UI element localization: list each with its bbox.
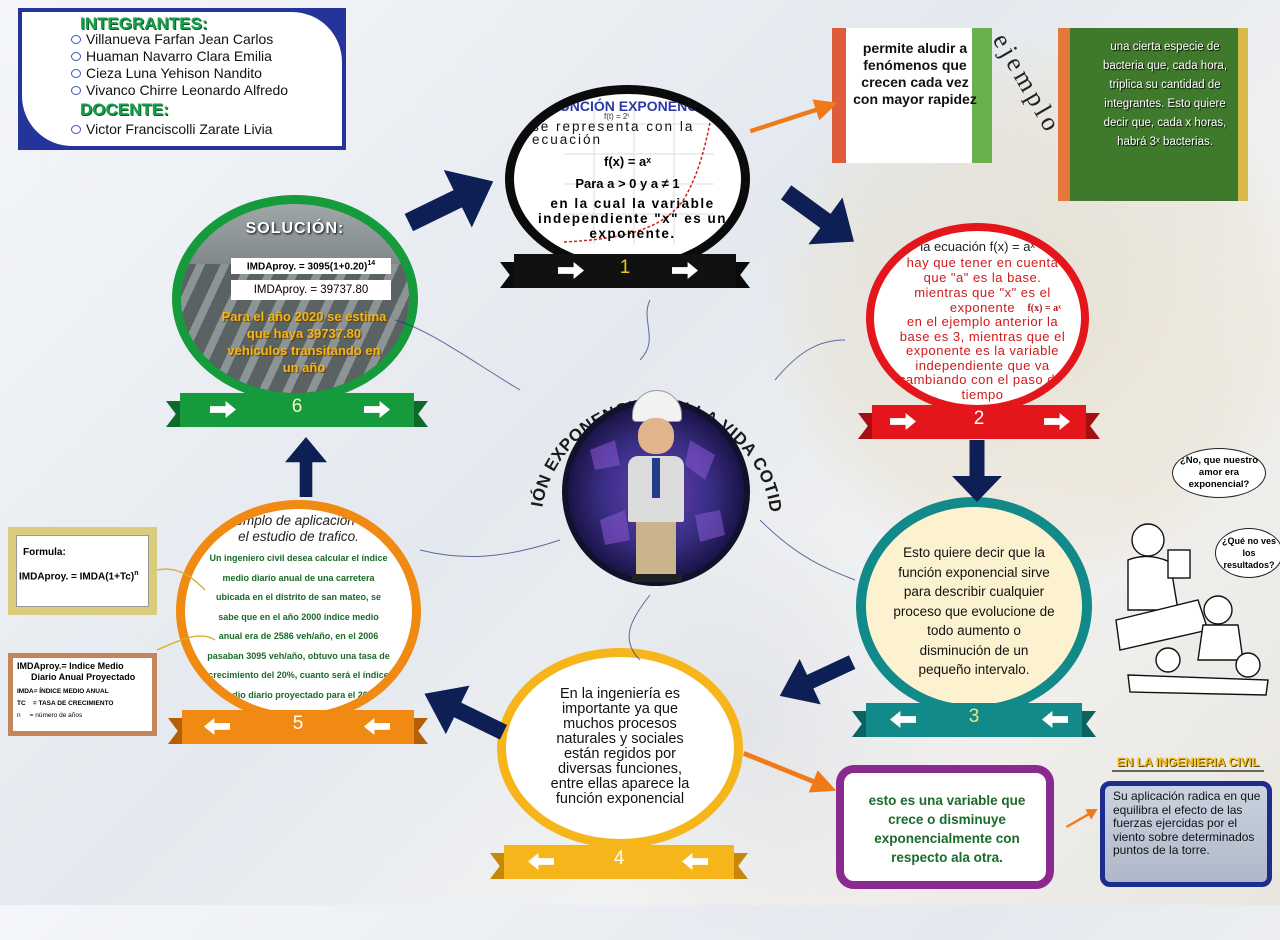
- node-5-text: Un ingeniero civil desea calcular el índ…: [207, 553, 390, 700]
- team-panel: INTEGRANTES: Villanueva Farfan Jean Carl…: [18, 8, 346, 150]
- node-1-condition: Para a > 0 y a ≠ 1: [575, 176, 680, 191]
- example-box: una cierta especie de bacteria que, cada…: [1058, 28, 1248, 201]
- list-item: Huaman Navarro Clara Emilia: [71, 48, 342, 65]
- formula-inner: Formula: IMDAproy. = IMDA(1+Tc)n: [16, 535, 149, 607]
- variable-box: esto es una variable que crece o disminu…: [836, 765, 1054, 889]
- node-1-graph-label: f(t) = 2ᵗ: [604, 112, 630, 121]
- node-4-ribbon: 4: [490, 845, 748, 879]
- pants: [636, 522, 676, 576]
- list-item: Villanueva Farfan Jean Carlos: [71, 31, 342, 48]
- node-2-ribbon: 2: [858, 405, 1100, 439]
- definition-box: permite aludir a fenómenos que crecen ca…: [832, 28, 992, 163]
- node-4-number: 4: [613, 848, 625, 869]
- node-1-ribbon: 1: [500, 254, 750, 288]
- node-6-number: 6: [291, 396, 303, 417]
- engineer-figure: [626, 390, 688, 590]
- cartoon-illustration: [1115, 523, 1269, 696]
- variable-text: esto es una variable que crece o disminu…: [868, 793, 1026, 865]
- speech-bubble: ¿No, que nuestro amor era exponencial?: [1172, 448, 1266, 498]
- node-2-text: hay que tener en cuenta que "a" es la ba…: [906, 255, 1059, 315]
- legend-line: Diario Anual Proyectado: [31, 672, 136, 682]
- node-3-text: Esto quiere decir que la función exponen…: [893, 545, 1055, 677]
- members-list: Villanueva Farfan Jean Carlos Huaman Nav…: [71, 31, 342, 99]
- node-4-text: En la ingeniería es importante ya que mu…: [550, 686, 690, 807]
- example-text: una cierta especie de bacteria que, cada…: [1102, 41, 1228, 148]
- center-emblem: FUNCIÓN EXPONENCIAL EN LA VIDA COTIDIANA: [514, 315, 790, 590]
- legend-box: IMDAproy.= Indice Medio Diario Anual Pro…: [8, 653, 157, 736]
- shoes: [632, 574, 682, 582]
- speech-bubble: ¿Qué no ves los resultados?: [1215, 528, 1280, 578]
- civil-title: EN LA INGENIERIA CIVIL: [1112, 755, 1264, 772]
- node-3-ribbon: 3: [852, 703, 1096, 737]
- tie: [652, 458, 660, 498]
- node-1-line1: se representa con la ecuación: [532, 119, 695, 147]
- formula-exponent: n: [134, 570, 139, 577]
- node-5-title: Ejemplo de aplicación en el estudio de t…: [223, 513, 374, 544]
- civil-text: Su aplicación radica en que equilibra el…: [1113, 789, 1261, 857]
- list-item: Vivanco Chirre Leonardo Alfredo: [71, 82, 342, 99]
- legend-line: n = número de años: [17, 712, 83, 719]
- node-6-ribbon: 6: [166, 393, 428, 427]
- civil-box: Su aplicación radica en que equilibra el…: [1100, 781, 1272, 887]
- node-1-number: 1: [619, 257, 631, 278]
- node-2-formula-small: f(x) = aˣ: [1027, 303, 1061, 314]
- node-3-number: 3: [968, 706, 980, 727]
- docente-name: Victor Franciscolli Zarate Livia: [71, 121, 342, 138]
- node-2-line1: la ecuación f(x) = aˣ: [920, 239, 1035, 254]
- exponential-graph: [563, 109, 714, 244]
- node-2-number: 2: [973, 408, 985, 429]
- node-5-number: 5: [292, 713, 304, 734]
- node-1-circle: FUNCIÓN EXPONENCIAL f(t) = 2ᵗ se represe…: [505, 85, 750, 273]
- node-1-line2: en la cual la variable independiente "x"…: [537, 196, 728, 241]
- node-1-title: FUNCIÓN EXPONENCIAL: [551, 98, 720, 114]
- integrantes-title: INTEGRANTES:: [80, 14, 208, 33]
- node-6-title: SOLUCIÓN:: [245, 220, 345, 237]
- connector-lines: [156, 299, 856, 661]
- list-item: Cieza Luna Yehison Nandito: [71, 65, 342, 82]
- node-2-circle: la ecuación f(x) = aˣ hay que tener en c…: [866, 223, 1089, 413]
- calc1-exponent: 14: [367, 260, 376, 267]
- node-6-calc2: IMDAproy. = 39737.80: [231, 280, 391, 300]
- legend-line: IMDA= ÍNDICE MEDIO ANUAL: [17, 688, 109, 695]
- node-1-formula: f(x) = aˣ: [603, 154, 652, 169]
- legend-line: IMDAproy.= Indice Medio: [17, 661, 124, 671]
- node-5-ribbon: 5: [168, 710, 428, 744]
- docente-list: Victor Franciscolli Zarate Livia: [71, 121, 342, 138]
- node-2-text2: en el ejemplo anterior la base es 3, mie…: [898, 314, 1067, 402]
- formula-label: Formula:: [23, 547, 66, 558]
- definition-text: permite aludir a fenómenos que crecen ca…: [853, 40, 977, 107]
- docente-title: DOCENTE:: [80, 100, 169, 119]
- calc1-expression: IMDAproy. = 3095(1+0.20): [246, 261, 368, 273]
- node-5-circle: Ejemplo de aplicación en el estudio de t…: [176, 500, 421, 722]
- node-4-circle: En la ingeniería es importante ya que mu…: [497, 648, 743, 848]
- formula-text: IMDAproy. = IMDA(1+Tc)n: [19, 570, 138, 582]
- node-6-calc1: IMDAproy. = 3095(1+0.20)14: [231, 258, 391, 275]
- node-6-text: Para el año 2020 se estima que haya 3973…: [221, 309, 387, 375]
- face: [638, 418, 674, 454]
- formula-expression: IMDAproy. = IMDA(1+Tc): [19, 571, 135, 583]
- legend-line: TC = TASA DE CRECIMIENTO: [17, 700, 114, 707]
- legend-inner: IMDAproy.= Indice Medio Diario Anual Pro…: [13, 658, 152, 731]
- formula-box: Formula: IMDAproy. = IMDA(1+Tc)n: [8, 527, 157, 615]
